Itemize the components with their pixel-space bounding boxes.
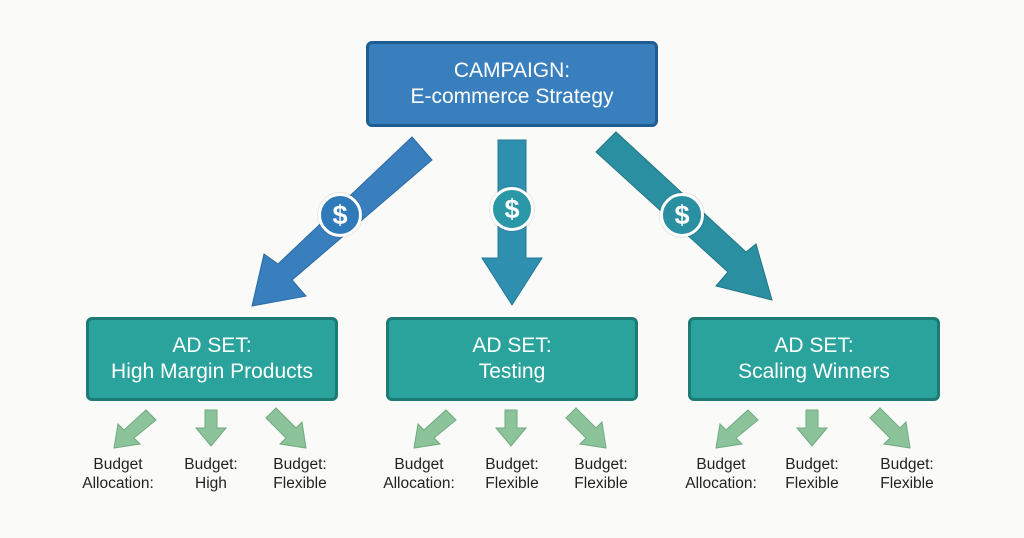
budget-label: Budget: Flexible	[467, 455, 557, 494]
budget-label-line1: Budget	[93, 456, 143, 473]
small-arrow-adset0-middle	[194, 409, 228, 447]
adset-node-testing: AD SET: Testing	[386, 317, 638, 401]
budget-label-line2: Allocation:	[82, 475, 154, 493]
budget-label-line2: Flexible	[785, 475, 839, 493]
dollar-icon: $	[674, 199, 690, 230]
budget-label: Budget: Flexible	[767, 455, 857, 494]
budget-label-line2: High	[195, 475, 227, 493]
budget-label-line2: Allocation:	[383, 475, 455, 493]
budget-label-line2: Flexible	[880, 475, 934, 493]
small-arrow-adset1-left	[413, 409, 457, 449]
small-arrow-adset1-middle	[494, 409, 528, 447]
small-arrow-adset1-right	[565, 407, 607, 449]
budget-label: Budget Allocation:	[73, 455, 163, 494]
small-arrow-adset2-left	[715, 409, 759, 449]
dollar-badge-right: $	[660, 193, 704, 237]
adset-name: Testing	[478, 360, 546, 383]
budget-label-line1: Budget	[394, 456, 444, 473]
budget-label-line1: Budget	[696, 456, 746, 473]
adset-name: Scaling Winners	[738, 360, 890, 383]
campaign-node: CAMPAIGN: E-commerce Strategy	[366, 41, 658, 127]
budget-label: Budget: Flexible	[862, 455, 952, 494]
adset-node-scaling: AD SET: Scaling Winners	[688, 317, 940, 401]
adset-name: High Margin Products	[111, 360, 313, 383]
small-arrows	[113, 407, 911, 449]
dollar-icon: $	[332, 199, 348, 230]
small-arrow-adset0-right	[265, 407, 307, 449]
budget-label: Budget: Flexible	[556, 455, 646, 494]
small-arrow-adset0-left	[113, 409, 157, 449]
budget-label-line1: Budget:	[184, 456, 238, 473]
adset-node-high-margin: AD SET: High Margin Products	[86, 317, 338, 401]
budget-label: Budget Allocation:	[676, 455, 766, 494]
budget-label-line2: Flexible	[485, 475, 539, 493]
adset-heading: AD SET:	[774, 333, 854, 357]
campaign-name: E-commerce Strategy	[410, 85, 614, 108]
budget-label: Budget: High	[166, 455, 256, 494]
dollar-icon: $	[504, 193, 520, 224]
small-arrow-adset2-middle	[795, 409, 829, 447]
dollar-badge-middle: $	[490, 187, 534, 231]
budget-label-line2: Flexible	[574, 475, 628, 493]
dollar-badge-left: $	[318, 193, 362, 237]
campaign-heading: CAMPAIGN:	[453, 58, 571, 82]
adset-heading: AD SET:	[472, 333, 552, 357]
budget-label-line1: Budget:	[880, 456, 934, 473]
budget-label-line2: Flexible	[273, 475, 327, 493]
budget-label: Budget: Flexible	[255, 455, 345, 494]
budget-label-line2: Allocation:	[685, 475, 757, 493]
adset-heading: AD SET:	[172, 333, 252, 357]
budget-label-line1: Budget:	[273, 456, 327, 473]
budget-label-line1: Budget:	[485, 456, 539, 473]
small-arrow-adset2-right	[869, 407, 911, 449]
budget-label-line1: Budget:	[785, 456, 839, 473]
budget-label-line1: Budget:	[574, 456, 628, 473]
budget-label: Budget Allocation:	[374, 455, 464, 494]
